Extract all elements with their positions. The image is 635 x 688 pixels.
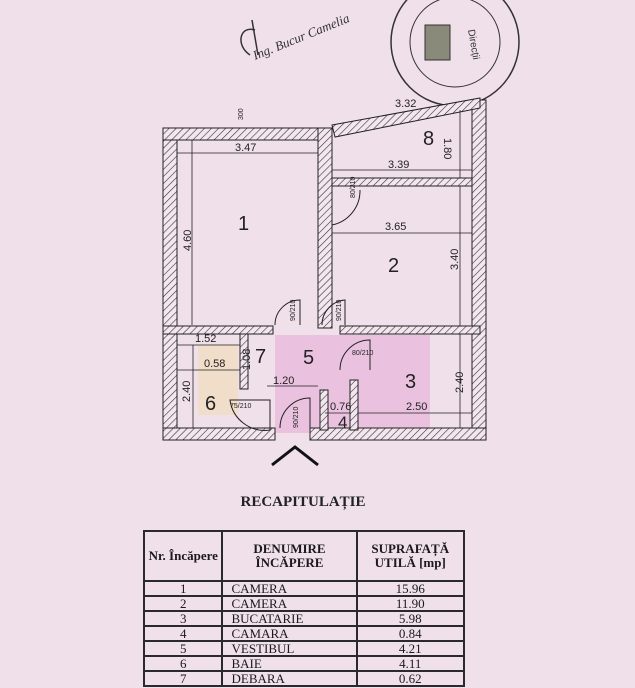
room-area: 15.96 bbox=[355, 580, 465, 597]
dimension-label: 3.65 bbox=[385, 221, 406, 233]
stamp-label: Direcții bbox=[465, 29, 481, 61]
table-header-row: Nr. Încăpere DENUMIRE ÎNCĂPERE SUPRAFAȚĂ… bbox=[142, 530, 465, 582]
signature: Ing. Bucur Camelia bbox=[240, 10, 352, 63]
dimension-label: 1.08 bbox=[241, 349, 253, 370]
room-area: 0.84 bbox=[355, 625, 465, 642]
room-number: 1 bbox=[238, 213, 249, 235]
dimension-label: 4.60 bbox=[182, 230, 194, 251]
room-nr: 2 bbox=[142, 595, 224, 612]
floor-plan: Direcții Ing. Bucur Camelia 80/210 90/21… bbox=[162, 0, 520, 467]
room-area: 4.21 bbox=[355, 640, 465, 657]
door-label: 80/210 bbox=[352, 350, 374, 357]
entrance-arrow-icon bbox=[271, 445, 319, 467]
room-nr: 3 bbox=[142, 610, 224, 627]
door-label: 90/210 bbox=[293, 406, 300, 428]
room-number: 2 bbox=[388, 255, 399, 277]
dimension-label: 1.80 bbox=[441, 138, 453, 159]
door-label: 75/210 bbox=[230, 403, 252, 410]
door-label: 90/210 bbox=[336, 299, 343, 321]
room-name: BUCATARIE bbox=[221, 610, 358, 627]
room-nr: 7 bbox=[142, 670, 224, 687]
room-nr: 4 bbox=[142, 625, 224, 642]
door-label: 80/210 bbox=[350, 176, 357, 198]
dimension-label: 2.50 bbox=[406, 401, 427, 413]
room-area: 0.62 bbox=[355, 670, 465, 687]
dimension-label: 1.20 bbox=[273, 375, 294, 387]
room-number: 6 bbox=[205, 393, 216, 415]
room-name: DEBARA bbox=[221, 670, 358, 687]
window-label: 300 bbox=[238, 108, 245, 120]
dimension-label: 1.52 bbox=[195, 333, 216, 345]
room-number: 5 bbox=[303, 347, 314, 369]
dimension-label: 3.32 bbox=[395, 98, 416, 110]
official-stamp: Direcții bbox=[390, 0, 520, 107]
header-name: DENUMIRE ÎNCĂPERE bbox=[221, 530, 358, 582]
dimension-label: 3.39 bbox=[388, 159, 409, 171]
room-number: 7 bbox=[255, 346, 266, 368]
room-number: 4 bbox=[338, 413, 347, 432]
dimension-label: 0.76 bbox=[330, 401, 351, 413]
summary-title: RECAPITULAȚIE bbox=[240, 494, 366, 510]
header-nr: Nr. Încăpere bbox=[142, 530, 224, 582]
room-summary-table: Nr. Încăpere DENUMIRE ÎNCĂPERE SUPRAFAȚĂ… bbox=[142, 530, 465, 687]
dimension-label: 2.40 bbox=[454, 372, 466, 393]
door-label: 90/210 bbox=[290, 299, 297, 321]
room-name: CAMERA bbox=[221, 595, 358, 612]
room-area: 11.90 bbox=[355, 595, 465, 612]
room-name: BAIE bbox=[221, 655, 358, 672]
room-nr: 1 bbox=[142, 580, 224, 597]
coat-of-arms-icon bbox=[424, 24, 451, 61]
room-number: 3 bbox=[405, 371, 416, 393]
room-nr: 6 bbox=[142, 655, 224, 672]
dimension-label: 3.47 bbox=[235, 142, 256, 154]
room-name: VESTIBUL bbox=[221, 640, 358, 657]
room-area: 5.98 bbox=[355, 610, 465, 627]
room-nr: 5 bbox=[142, 640, 224, 657]
signature-text: Ing. Bucur Camelia bbox=[250, 10, 352, 63]
room-area: 4.11 bbox=[355, 655, 465, 672]
room-number: 8 bbox=[423, 128, 434, 150]
dimension-label: 2.40 bbox=[181, 381, 193, 402]
room-name: CAMERA bbox=[221, 580, 358, 597]
dimension-label: 0.58 bbox=[204, 358, 225, 370]
header-area: SUPRAFAȚĂ UTILĂ [mp] bbox=[355, 530, 465, 582]
dimension-label: 3.40 bbox=[449, 249, 461, 270]
room-name: CAMARA bbox=[221, 625, 358, 642]
